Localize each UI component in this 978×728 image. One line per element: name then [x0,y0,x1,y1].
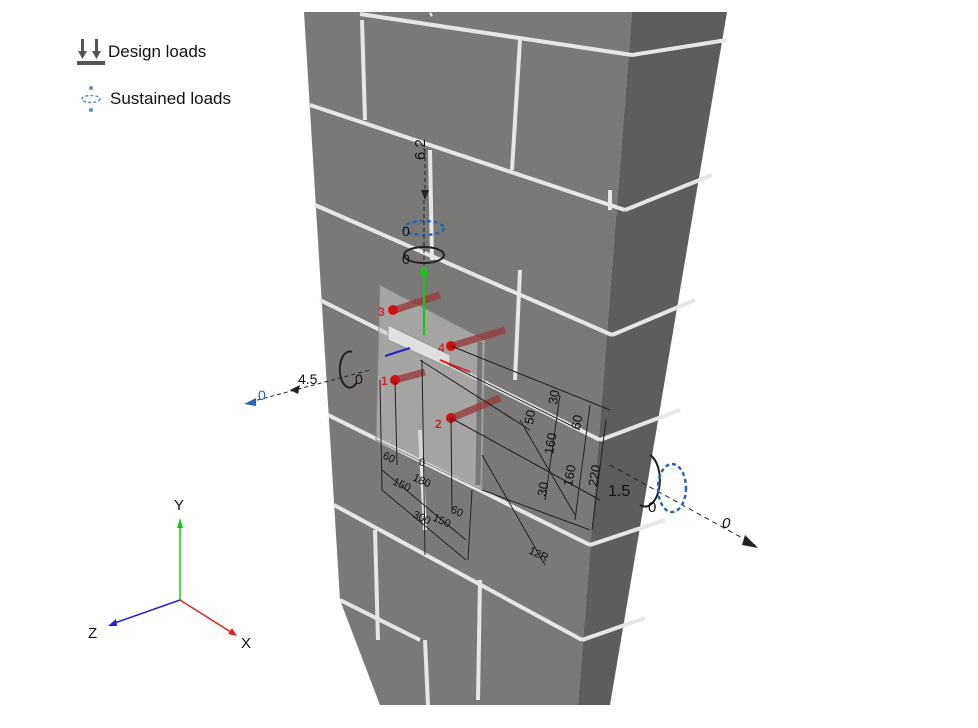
dim-60-left: 60 [381,450,397,466]
dim-30-bottom: 30 [534,481,551,498]
dim-160-a: 160 [541,432,560,456]
load-value-z-moment: 0 [355,371,363,387]
axis-label-z: Z [88,625,97,642]
legend-sustained-loads-label: Sustained loads [110,89,231,108]
dimension-lines [379,345,611,566]
dim-60-bottom: 60 [449,504,465,520]
legend-sustained-loads[interactable]: Sustained loads [76,84,231,114]
anchor-label-2: 2 [435,417,442,431]
load-value-z-sustained: 0 [258,387,266,403]
load-value-x-moment: 0 [648,499,656,516]
load-value-x-force: 1.5 [608,483,630,500]
axis-label-x: X [241,635,251,652]
load-value-vertical-force: 6.2 [412,139,429,160]
load-value-z-force: 4.5 [298,371,318,387]
legend-design-loads[interactable]: Design loads [76,37,206,67]
axis-local [384,265,471,373]
dim-0: 0 [419,457,425,469]
profile-web [475,341,483,486]
load-x [609,454,758,548]
dim-60-right: 60 [568,414,585,431]
dim-50: 50 [521,409,538,426]
anchor-rods [393,291,507,422]
dim-30-top: 30 [545,389,562,406]
load-value-x-sustained: 0 [722,515,731,532]
profile-flange [387,324,451,369]
global-axes [108,518,237,636]
anchor-label-1: 1 [381,374,388,388]
dim-220: 220 [585,464,604,488]
legend-design-loads-label: Design loads [108,42,207,61]
design-loads-icon [77,39,105,65]
sustained-loads-icon [81,86,101,112]
load-value-vertical-moment: 0 [402,251,410,267]
load-z [244,350,371,406]
anchor-label-4: 4 [438,341,445,355]
dim-160-b: 160 [560,464,579,488]
anchor-label-3: 3 [378,305,385,319]
load-value-vertical-sustained: 0 [402,223,410,239]
axis-label-y: Y [174,497,184,514]
mortar-lines [309,12,728,706]
